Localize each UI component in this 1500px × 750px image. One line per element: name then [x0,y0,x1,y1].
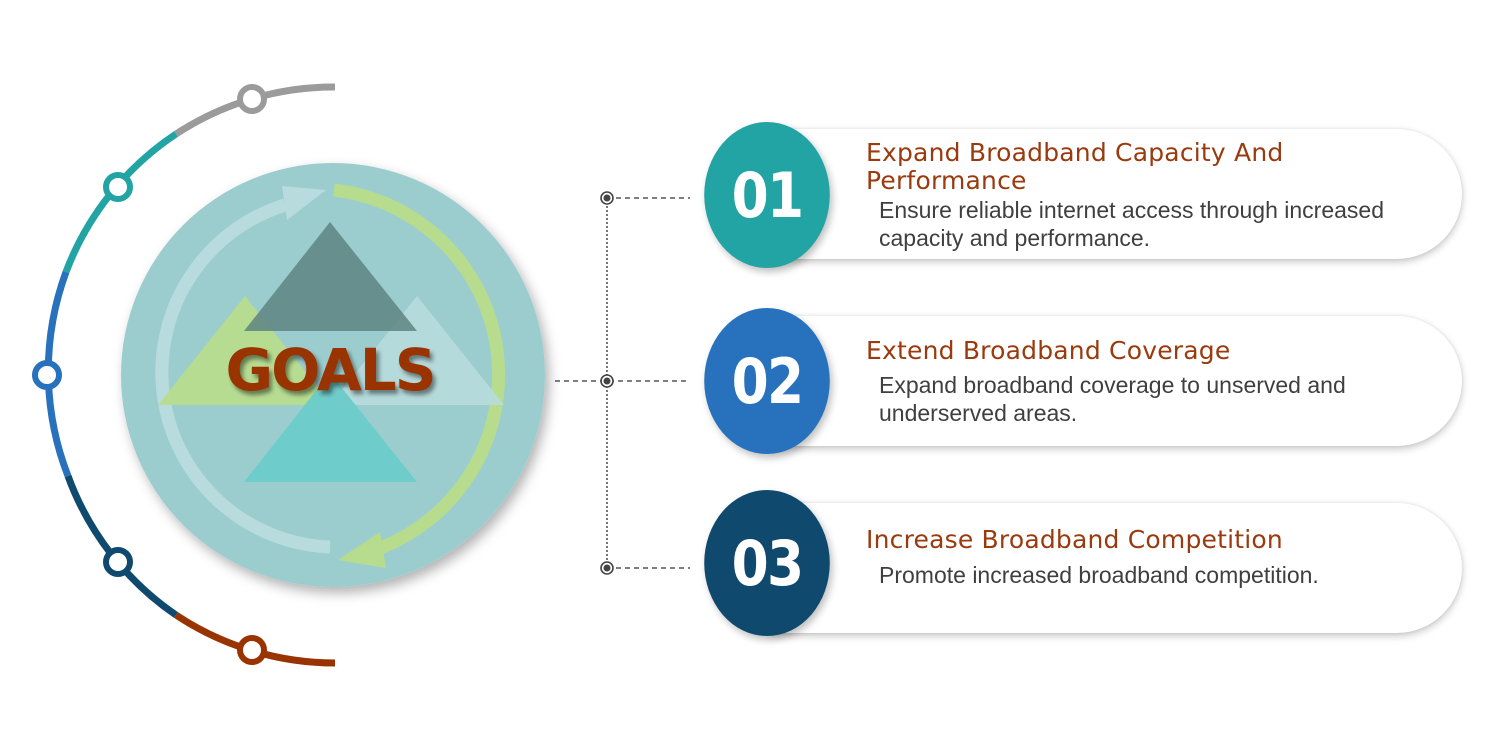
triangle-light [330,296,504,405]
arc-segment-teal [62,131,178,274]
goals-heading: GOALS [225,336,437,404]
arc-node [32,360,62,390]
goal-description-02: Expand broadband coverage to unserved an… [879,372,1346,426]
connector-dots [600,191,614,575]
goal-title-01: Expand Broadband Capacity And Performanc… [866,138,1284,195]
connector-dot [603,377,611,385]
connector-dot [603,194,611,202]
connector-lines [555,197,690,569]
cycle-arrow-light [155,198,331,554]
triangle-dark [244,222,417,331]
arc-node [103,172,133,202]
goal-description-01: Ensure reliable internet access through … [879,197,1385,251]
cycle-arrowhead-light [282,186,326,220]
triangle-green [158,296,332,405]
goal-number-badge-01: 01 [704,122,830,268]
goal-number-badge-02: 02 [704,308,830,454]
cycle-arrow-green [333,183,506,557]
goal-card-02 [770,316,1462,446]
cycle-arrowhead-green [338,532,386,568]
triangle-cyan [244,373,417,482]
goal-card-03 [770,503,1462,633]
goal-description-03: Promote increased broadband competition. [879,562,1319,588]
arc-nodes [32,84,267,665]
arc-node [237,635,267,665]
goal-number-badge-03: 03 [704,490,830,636]
arc-node [237,84,267,114]
connector-dot [603,564,611,572]
goal-card-01 [770,129,1462,259]
arc-node [103,547,133,577]
goals-disc [121,163,545,587]
goal-title-03: Increase Broadband Competition [866,525,1283,554]
goal-title-02: Extend Broadband Coverage [866,336,1231,365]
